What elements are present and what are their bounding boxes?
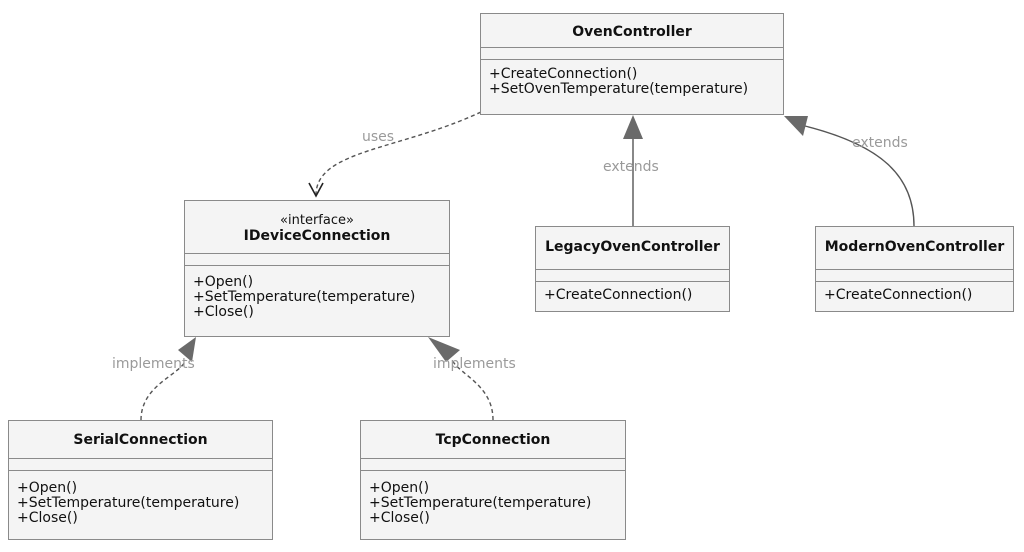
- uses-edge: [315, 111, 482, 196]
- attributes-compartment: [185, 254, 449, 266]
- method: +Close(): [369, 510, 430, 526]
- attributes-compartment: [816, 270, 1013, 282]
- method: +Open(): [17, 480, 78, 496]
- method: +CreateConnection(): [544, 287, 693, 303]
- implements-serial-arrowhead: [178, 337, 196, 362]
- implements-tcp-label: implements: [433, 356, 516, 372]
- extends-legacy-arrowhead: [623, 115, 643, 139]
- class-header: TcpConnection: [361, 421, 625, 459]
- method: +SetTemperature(temperature): [193, 289, 416, 305]
- attributes-compartment: [361, 459, 625, 471]
- method: +SetOvenTemperature(temperature): [489, 81, 749, 97]
- method: +Open(): [369, 480, 430, 496]
- methods-compartment: +Open() +SetTemperature(temperature) +Cl…: [361, 471, 625, 526]
- implements-serial-edge: [140, 359, 187, 421]
- class-header: ModernOvenController: [816, 227, 1013, 270]
- class-stereotype: «interface»: [280, 213, 354, 228]
- class-idevice-connection[interactable]: «interface» IDeviceConnection +Open() +S…: [184, 200, 450, 337]
- implements-serial-label: implements: [112, 356, 195, 372]
- class-header: «interface» IDeviceConnection: [185, 201, 449, 254]
- class-name: LegacyOvenController: [545, 239, 720, 255]
- method: +SetTemperature(temperature): [369, 495, 592, 511]
- method: +SetTemperature(temperature): [17, 495, 240, 511]
- class-oven-controller[interactable]: OvenController +CreateConnection() +SetO…: [480, 13, 784, 115]
- uses-arrowhead: [308, 182, 324, 198]
- class-header: SerialConnection: [9, 421, 272, 459]
- extends-modern-label: extends: [852, 135, 908, 151]
- attributes-compartment: [481, 48, 783, 60]
- uses-label: uses: [362, 129, 394, 145]
- method: +Close(): [17, 510, 78, 526]
- extends-legacy-label: extends: [603, 159, 659, 175]
- class-name: IDeviceConnection: [243, 228, 391, 244]
- implements-tcp-edge: [451, 359, 494, 421]
- class-name: SerialConnection: [73, 432, 208, 448]
- methods-compartment: +CreateConnection(): [816, 282, 1013, 303]
- class-name: ModernOvenController: [824, 239, 1005, 255]
- class-name: OvenController: [572, 24, 692, 40]
- extends-modern-arrowhead: [784, 116, 808, 136]
- method: +Close(): [193, 304, 254, 320]
- methods-compartment: +CreateConnection() +SetOvenTemperature(…: [481, 60, 783, 97]
- methods-compartment: +Open() +SetTemperature(temperature) +Cl…: [185, 266, 449, 320]
- implements-tcp-arrowhead: [428, 337, 460, 362]
- methods-compartment: +Open() +SetTemperature(temperature) +Cl…: [9, 471, 272, 526]
- class-legacy-oven-controller[interactable]: LegacyOvenController +CreateConnection(): [535, 226, 730, 312]
- extends-modern-edge: [804, 125, 915, 227]
- class-tcp-connection[interactable]: TcpConnection +Open() +SetTemperature(te…: [360, 420, 626, 540]
- method: +CreateConnection(): [489, 66, 638, 82]
- class-name: TcpConnection: [435, 432, 551, 448]
- class-serial-connection[interactable]: SerialConnection +Open() +SetTemperature…: [8, 420, 273, 540]
- class-modern-oven-controller[interactable]: ModernOvenController +CreateConnection(): [815, 226, 1014, 312]
- attributes-compartment: [536, 270, 729, 282]
- attributes-compartment: [9, 459, 272, 471]
- method: +Open(): [193, 274, 254, 290]
- class-header: OvenController: [481, 14, 783, 48]
- method: +CreateConnection(): [824, 287, 973, 303]
- methods-compartment: +CreateConnection(): [536, 282, 729, 303]
- class-header: LegacyOvenController: [536, 227, 729, 270]
